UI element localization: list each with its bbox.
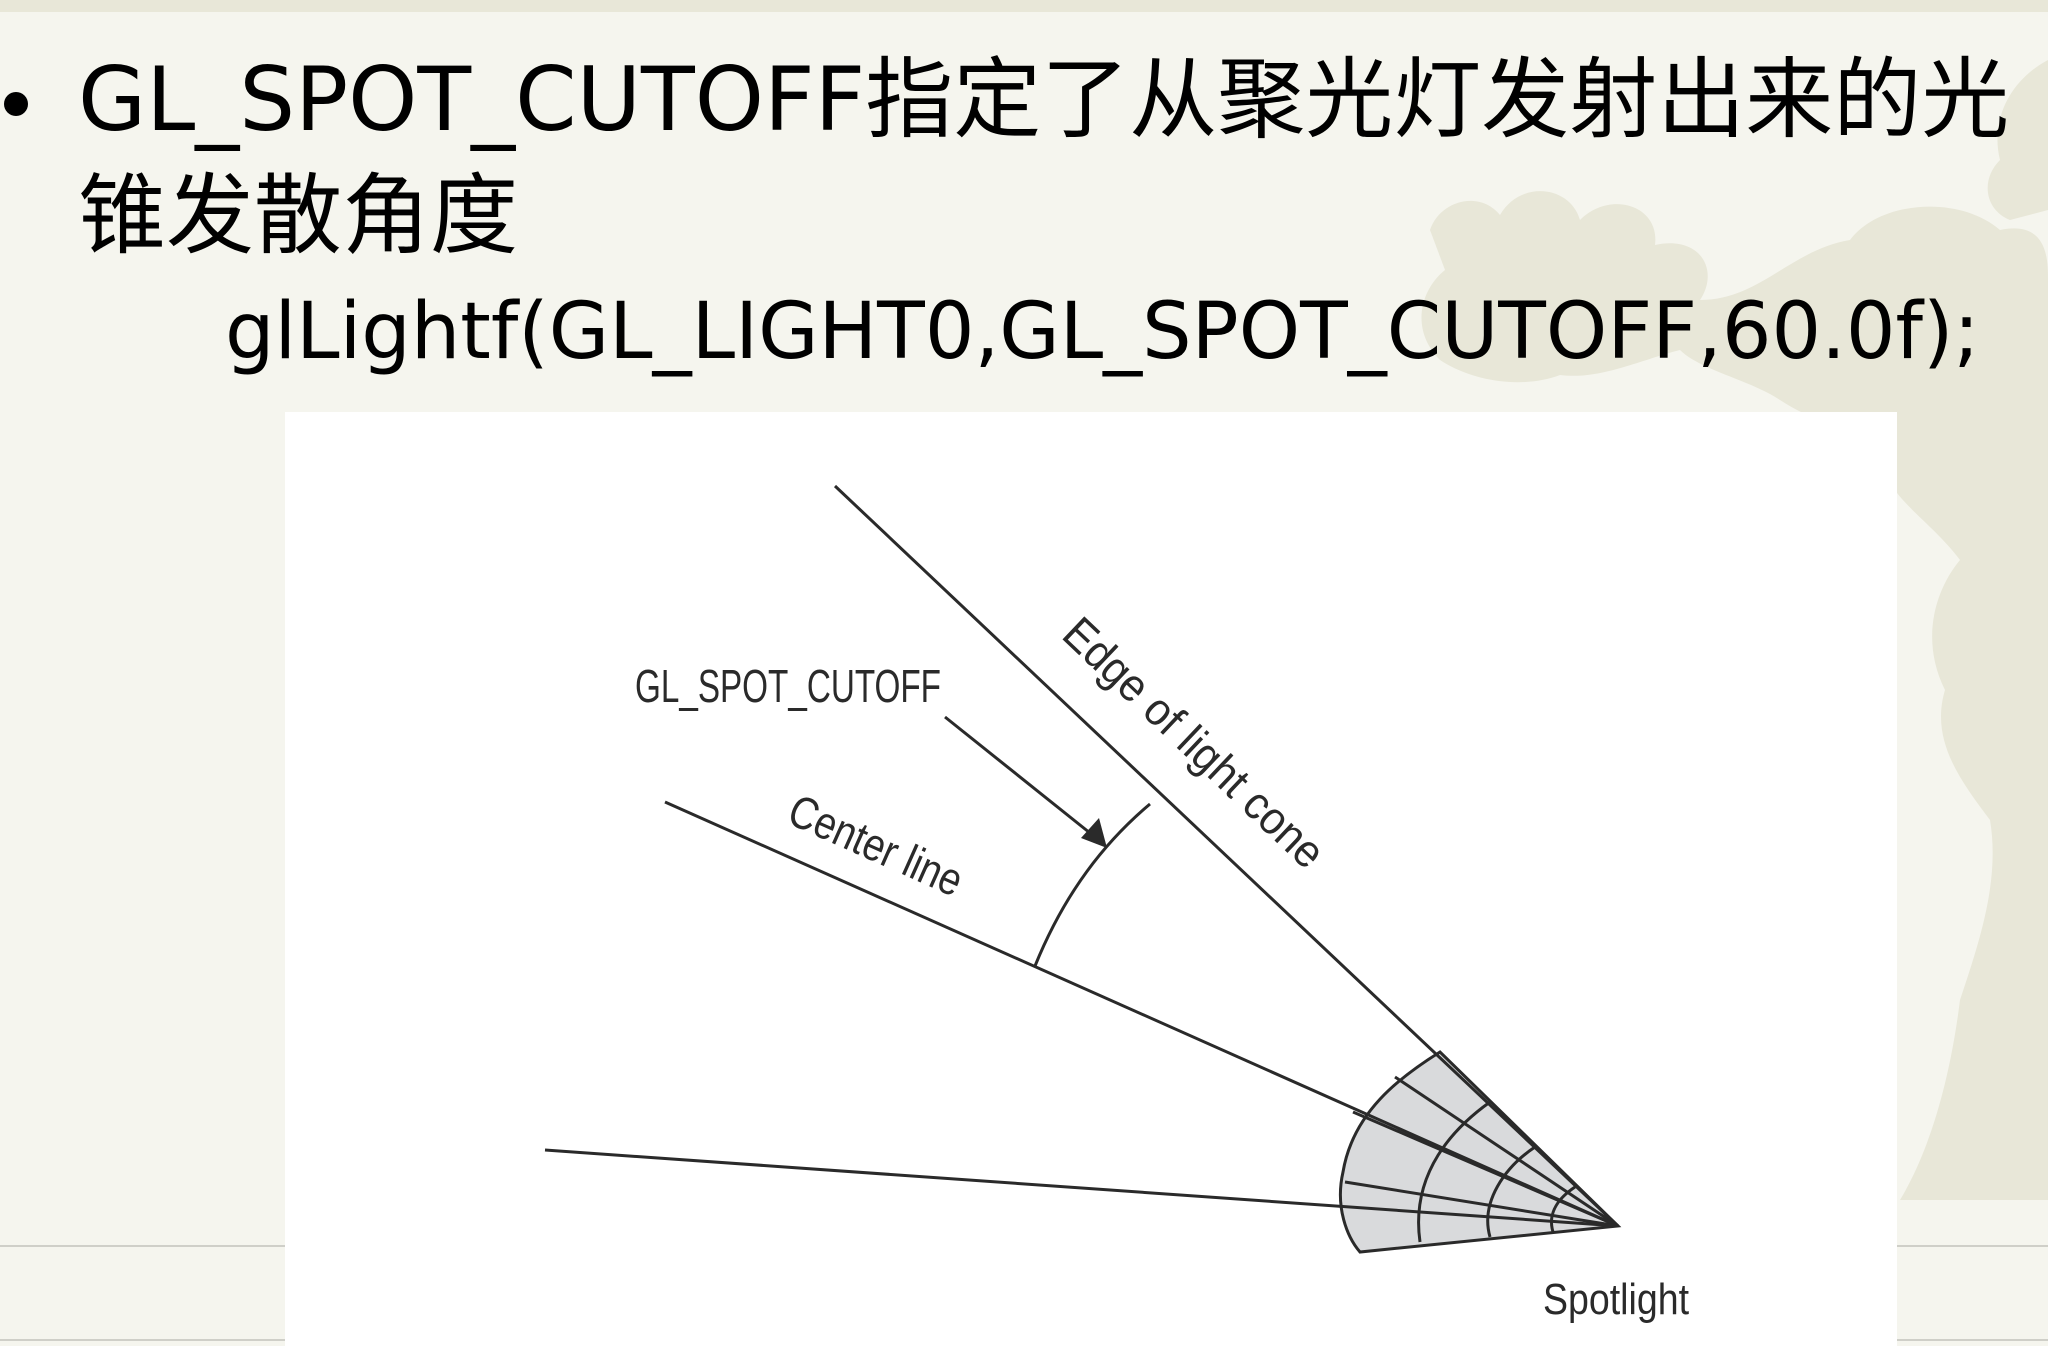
bullet-dot <box>4 92 28 116</box>
cone-arc-3 <box>1550 1185 1576 1233</box>
cutoff-pointer-arrowhead <box>1081 818 1107 848</box>
label-cutoff: GL_SPOT_CUTOFF <box>635 660 941 712</box>
bullet-text: GL_SPOT_CUTOFF指定了从聚光灯发射出来的光锥发散角度 <box>78 48 2010 267</box>
cone-arc-2 <box>1486 1145 1536 1238</box>
plant-leaf <box>1987 60 2048 220</box>
cone-grid <box>1344 1075 1619 1243</box>
cone-arc-1 <box>1417 1100 1491 1243</box>
spotlight-diagram: GL_SPOT_CUTOFF Center line Edge of light… <box>544 484 1689 1324</box>
top-band <box>0 0 2048 12</box>
cone-ray-3 <box>1394 1075 1619 1228</box>
center-line <box>664 800 1619 1228</box>
label-spotlight: Spotlight <box>1543 1275 1689 1324</box>
cutoff-pointer-line <box>944 715 1096 839</box>
spotlight-figure: GL_SPOT_CUTOFF Center line Edge of light… <box>285 412 1897 1346</box>
spotlight-cone <box>1338 1050 1622 1254</box>
cone-ray-2 <box>1344 1180 1619 1228</box>
cutoff-angle-arc <box>1033 802 1151 967</box>
label-center-line: Center line <box>781 784 971 907</box>
code-line: glLightf(GL_LIGHT0,GL_SPOT_CUTOFF,60.0f)… <box>225 287 1980 377</box>
lower-edge-line <box>544 1148 1619 1228</box>
edge-line <box>833 484 1620 1228</box>
